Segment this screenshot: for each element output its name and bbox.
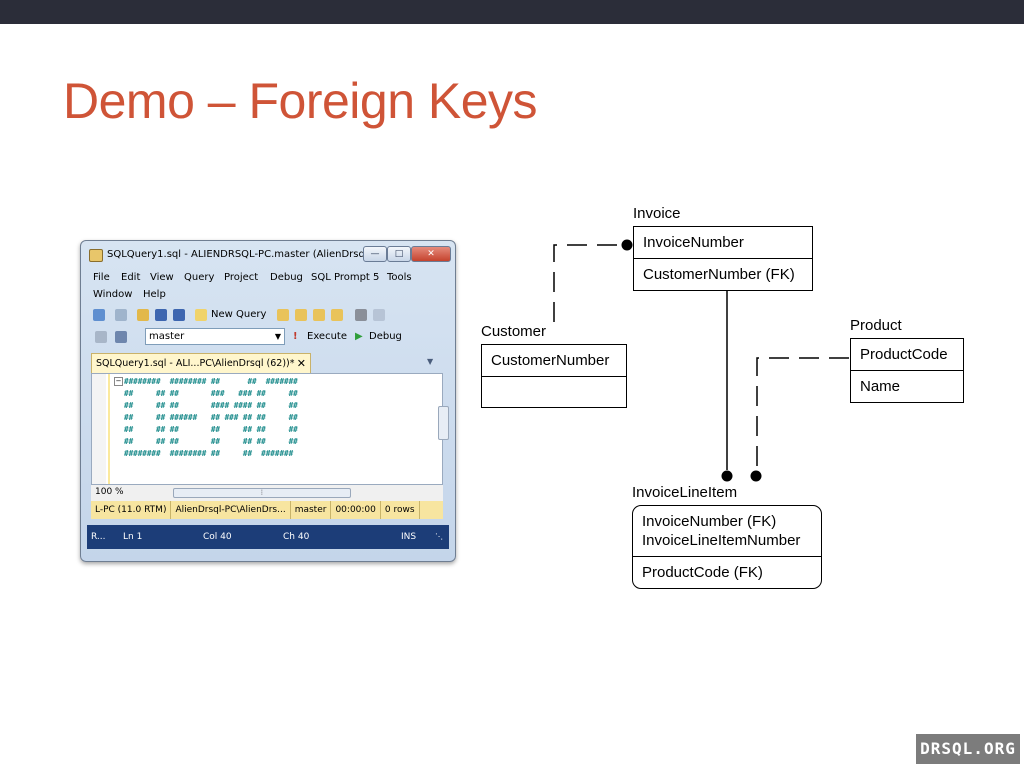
invoicelineitem-key-invoice-number: InvoiceNumber (FK) bbox=[642, 513, 777, 530]
menu-help[interactable]: Help bbox=[143, 289, 166, 300]
database-select[interactable]: master ▼ bbox=[145, 328, 285, 345]
horizontal-scroll-thumb[interactable]: ⋮ bbox=[173, 488, 351, 498]
query-icon-4[interactable] bbox=[331, 309, 343, 321]
product-entity: ProductCode Name bbox=[850, 338, 964, 403]
menu-window[interactable]: Window bbox=[93, 289, 133, 300]
execute-button[interactable]: Execute bbox=[307, 331, 347, 342]
menu-file[interactable]: File bbox=[93, 272, 110, 283]
invoice-attributes: CustomerNumber (FK) bbox=[634, 258, 812, 290]
invoicelineitem-key-line-number: InvoiceLineItemNumber bbox=[642, 532, 801, 549]
ssms-app-icon bbox=[89, 249, 103, 262]
menu-sql-prompt[interactable]: SQL Prompt 5 bbox=[311, 272, 380, 283]
invoice-lineitem-dot bbox=[721, 470, 733, 482]
invoicelineitem-entity: InvoiceNumber (FK) InvoiceLineItemNumber… bbox=[632, 505, 822, 589]
query-icon-3[interactable] bbox=[313, 309, 325, 321]
new-query-icon[interactable] bbox=[195, 309, 207, 321]
customer-invoice-dot bbox=[621, 239, 633, 251]
add-item-icon[interactable] bbox=[115, 309, 127, 321]
menu-query[interactable]: Query bbox=[184, 272, 215, 283]
sql-editor-toolbar: master ▼ ! Execute ▶ Debug bbox=[87, 327, 449, 347]
product-key: ProductCode bbox=[860, 346, 948, 363]
menu-edit[interactable]: Edit bbox=[121, 272, 141, 283]
maximize-button[interactable]: □ bbox=[387, 246, 411, 262]
window-title: SQLQuery1.sql - ALIENDRSQL-PC.master (Al… bbox=[107, 249, 378, 260]
invoicelineitem-attributes: ProductCode (FK) bbox=[633, 556, 821, 588]
debug-button[interactable]: Debug bbox=[369, 331, 402, 342]
change-connection-icon[interactable] bbox=[115, 331, 127, 343]
status-login: AlienDrsql-PC\AlienDrs... bbox=[171, 501, 291, 519]
status-row-count: 0 rows bbox=[381, 501, 420, 519]
chevron-down-icon: ▼ bbox=[274, 332, 281, 341]
close-button[interactable]: ✕ bbox=[411, 246, 451, 262]
invoicelineitem-keys: InvoiceNumber (FK) InvoiceLineItemNumber bbox=[633, 506, 821, 556]
menu-view[interactable]: View bbox=[150, 272, 174, 283]
standard-toolbar: New Query bbox=[87, 305, 449, 325]
query-icon-1[interactable] bbox=[277, 309, 289, 321]
menu-debug[interactable]: Debug bbox=[270, 272, 303, 283]
product-lineitem-relationship bbox=[756, 357, 849, 470]
status-insert-mode: INS bbox=[401, 532, 417, 542]
status-database: master bbox=[291, 501, 332, 519]
customer-entity: CustomerNumber bbox=[481, 344, 627, 408]
vertical-scrollbar[interactable] bbox=[436, 376, 450, 476]
status-elapsed-time: 00:00:00 bbox=[331, 501, 381, 519]
menu-tools[interactable]: Tools bbox=[387, 272, 412, 283]
status-character: Ch 40 bbox=[283, 532, 310, 542]
drsql-logo: DRSQL.ORG bbox=[916, 734, 1020, 764]
minimize-button[interactable]: — bbox=[363, 246, 387, 262]
customer-attributes bbox=[482, 376, 626, 407]
product-attributes: Name bbox=[851, 370, 963, 402]
product-entity-label: Product bbox=[850, 317, 902, 334]
database-select-value: master bbox=[149, 331, 185, 342]
collapse-region-icon[interactable]: − bbox=[114, 377, 123, 386]
close-tab-icon[interactable]: ✕ bbox=[296, 357, 306, 370]
slide-title: Demo – Foreign Keys bbox=[63, 73, 538, 129]
product-lineitem-dot bbox=[750, 470, 762, 482]
horizontal-scrollbar[interactable]: ⋮ bbox=[163, 488, 425, 498]
save-all-icon[interactable] bbox=[173, 309, 185, 321]
connect-icon[interactable] bbox=[95, 331, 107, 343]
execute-icon[interactable]: ! bbox=[293, 331, 298, 342]
tab-list-dropdown-icon[interactable]: ▼ bbox=[427, 357, 434, 366]
resize-grip-icon[interactable]: ⋱ bbox=[435, 532, 443, 541]
code-text[interactable]: ######## ######## ## ## ####### ## ## ##… bbox=[124, 377, 298, 458]
zoom-row: 100 % ⋮ bbox=[91, 485, 443, 501]
status-column: Col 40 bbox=[203, 532, 232, 542]
zoom-level[interactable]: 100 % bbox=[95, 487, 124, 497]
copy-icon[interactable] bbox=[373, 309, 385, 321]
invoice-key: InvoiceNumber bbox=[643, 234, 744, 251]
open-folder-icon[interactable] bbox=[137, 309, 149, 321]
customer-entity-label: Customer bbox=[481, 323, 547, 340]
tab-title: SQLQuery1.sql - ALI...PC\AlienDrsql (62)… bbox=[96, 358, 295, 369]
query-editor[interactable]: − ######## ######## ## ## ####### ## ## … bbox=[91, 373, 449, 485]
invoice-entity: InvoiceNumber CustomerNumber (FK) bbox=[633, 226, 813, 291]
new-project-icon[interactable] bbox=[93, 309, 105, 321]
cut-icon[interactable] bbox=[355, 309, 367, 321]
ssms-window: SQLQuery1.sql - ALIENDRSQL-PC.master (Al… bbox=[80, 240, 456, 562]
vertical-scroll-thumb[interactable] bbox=[438, 406, 449, 440]
query-icon-2[interactable] bbox=[295, 309, 307, 321]
debug-play-icon[interactable]: ▶ bbox=[355, 331, 363, 342]
menu-project[interactable]: Project bbox=[224, 272, 259, 283]
query-document-tab[interactable]: SQLQuery1.sql - ALI...PC\AlienDrsql (62)… bbox=[91, 353, 311, 373]
status-server-version: L-PC (11.0 RTM) bbox=[91, 501, 172, 519]
customer-key: CustomerNumber bbox=[491, 352, 610, 369]
change-tracking-bar bbox=[108, 374, 110, 484]
query-status-bar: L-PC (11.0 RTM)AlienDrsql-PC\AlienDrs...… bbox=[91, 501, 443, 519]
window-titlebar[interactable]: SQLQuery1.sql - ALIENDRSQL-PC.master (Al… bbox=[85, 243, 451, 267]
menu-bar: File Edit View Query Project Debug SQL P… bbox=[87, 269, 447, 303]
status-line: Ln 1 bbox=[123, 532, 143, 542]
invoicelineitem-entity-label: InvoiceLineItem bbox=[632, 484, 738, 501]
new-query-button[interactable]: New Query bbox=[211, 309, 267, 320]
top-bar bbox=[0, 0, 1024, 24]
customer-invoice-relationship bbox=[553, 244, 622, 322]
app-status-bar: R... Ln 1 Col 40 Ch 40 INS ⋱ bbox=[87, 525, 449, 549]
save-icon[interactable] bbox=[155, 309, 167, 321]
editor-gutter bbox=[92, 374, 106, 484]
status-ready: R... bbox=[91, 532, 106, 542]
invoice-entity-label: Invoice bbox=[633, 205, 681, 222]
